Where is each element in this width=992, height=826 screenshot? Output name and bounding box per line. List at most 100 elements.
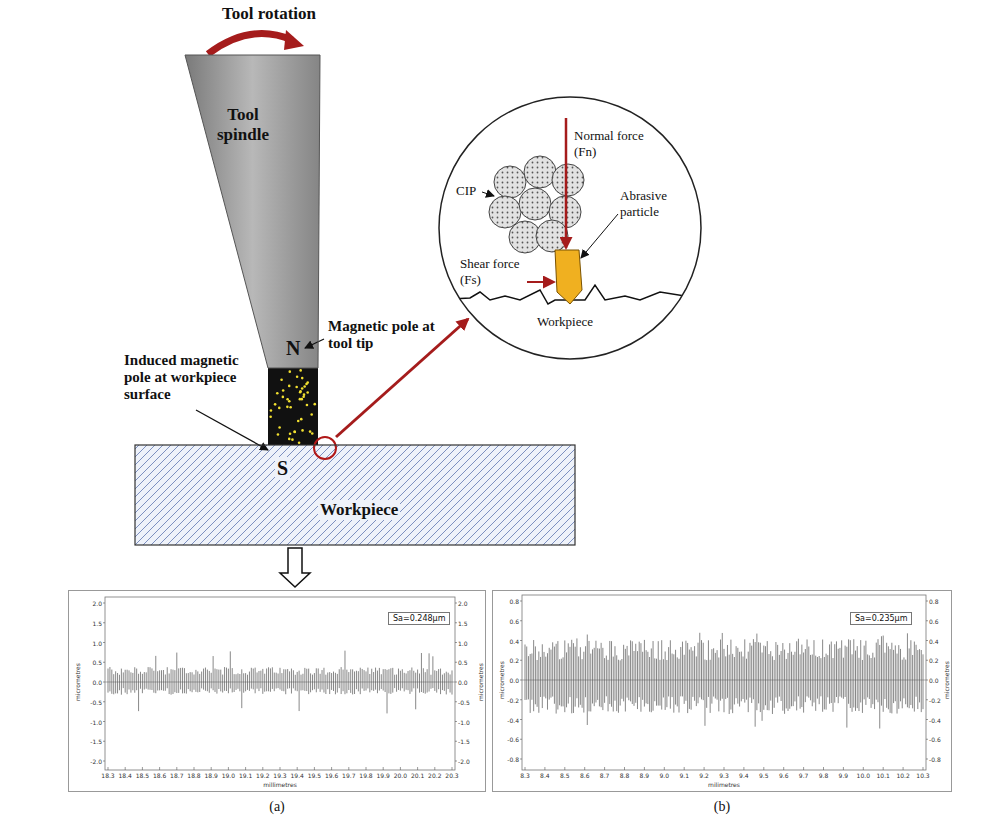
axis-tick: 18.4 [119,772,132,779]
plot-frame: (b)Sa=0.235μm [492,590,952,792]
axis-tick: -0.8 [929,756,941,763]
abrasive-dot [306,404,309,407]
axis-tick: 9.0 [660,772,670,779]
callout-label: Induced magnetic pole at workpiece surfa… [124,352,262,403]
leader-line [305,339,324,348]
axis-tick: -0.6 [507,736,519,743]
axis-tick: 0.5 [92,659,102,666]
abrasive-dot [299,369,302,372]
abrasive-dot [306,381,309,384]
axis-tick: 9.5 [759,772,769,779]
abrasive-dot [300,418,303,421]
axis-title: micrometres [498,661,505,699]
axis-tick: 1.5 [92,619,102,626]
axis-title: micrometres [74,663,81,701]
axis-tick: 8.3 [520,772,530,779]
axis-tick: 18.6 [153,772,166,779]
tool-spindle: Tool spindleN [185,55,320,368]
abrasive-dot [293,430,296,433]
axis-tick: 19.8 [359,772,372,779]
abrasive-dot [311,432,314,435]
axis-tick: 19.2 [256,772,269,779]
axis-tick: 8.8 [620,772,630,779]
axis-tick: 20.1 [411,772,424,779]
axis-tick: 19.3 [273,772,286,779]
profile-plot [103,597,457,770]
rotation-arrowhead [284,30,304,50]
abrasive-dot [306,391,309,394]
axis-tick: 8.5 [560,772,570,779]
abrasive-dot [288,385,291,388]
axis-tick: 1.0 [92,639,102,646]
inset-circle: Normal force (Fn)CIPAbrasive particleShe… [438,96,702,360]
force-label: Shear force (Fs) [460,256,526,288]
abrasive-dot [280,378,283,381]
axis-tick: -1.0 [458,718,470,725]
abrasive-dot [301,429,304,432]
axis-tick: 0.0 [458,679,468,686]
axis-tick: 19.5 [308,772,321,779]
axis-tick: 20.2 [428,772,441,779]
axis-tick: 0.4 [509,637,519,644]
abrasive-dot [286,406,289,409]
panel-caption: (b) [714,799,730,815]
abrasive-dot [296,375,299,378]
abrasive-dot [309,430,312,433]
abrasive-dot [278,407,281,410]
axis-tick: 19.7 [342,772,355,779]
axis-tick: 0.2 [929,657,939,664]
axis-tick: 9.1 [679,772,689,779]
axis-tick: -0.6 [929,736,941,743]
abrasive-dot [282,396,285,399]
cip-cluster [489,156,584,253]
axis-tick: 8.9 [640,772,650,779]
part-label: Workpiece [318,500,400,520]
abrasive-dot [274,403,277,406]
axis-tick: 18.3 [101,772,114,779]
part-label: Tool spindle [212,105,274,145]
axis-tick: 0.6 [509,617,519,624]
axis-tick: 20.0 [394,772,407,779]
axis-title: millimetres [263,781,297,788]
axis-tick: -2.0 [458,758,470,765]
axis-tick: -1.5 [458,738,470,745]
axis-tick: -1.5 [90,738,102,745]
abrasive-dot [288,400,291,403]
value-box: Sa=0.248μm [388,612,450,625]
abrasive-dot [270,409,273,412]
abrasive-dot [299,398,302,401]
axis-tick: 9.8 [819,772,829,779]
zoom-circle [314,437,336,459]
inset-ground [439,97,701,359]
axis-tick: 19.6 [325,772,338,779]
pole-letter: N [286,337,300,360]
rotation-arrow [208,34,292,54]
axis-tick: 0.0 [929,677,939,684]
workpiece: SWorkpiece [135,445,575,545]
leader-line [581,214,618,258]
normal-force-arrow [565,118,568,248]
axis-tick: 2.0 [458,600,468,607]
value-label: Sa=0.248μm [393,614,445,623]
abrasive-dot [289,432,292,435]
leader-line [482,192,494,196]
abrasive-particle [555,250,582,304]
axis-tick: 0.8 [929,598,939,605]
axis-tick: 9.9 [839,772,849,779]
axis-tick: 9.6 [779,772,789,779]
abrasive-dot [297,420,300,423]
abrasive-dot [295,386,298,389]
axis-tick: 19.4 [291,772,304,779]
axis-tick: -1.0 [90,718,102,725]
abrasive-dot [302,395,305,398]
part-label: Workpiece [537,314,593,330]
abrasive-dot [286,398,289,401]
axis-tick: 10.2 [896,772,909,779]
abrasive-dot [299,391,302,394]
profile-plot [520,595,928,770]
abrasive-dot [293,431,296,434]
abrasive-dot [277,433,280,436]
abrasive-dot [289,370,292,373]
